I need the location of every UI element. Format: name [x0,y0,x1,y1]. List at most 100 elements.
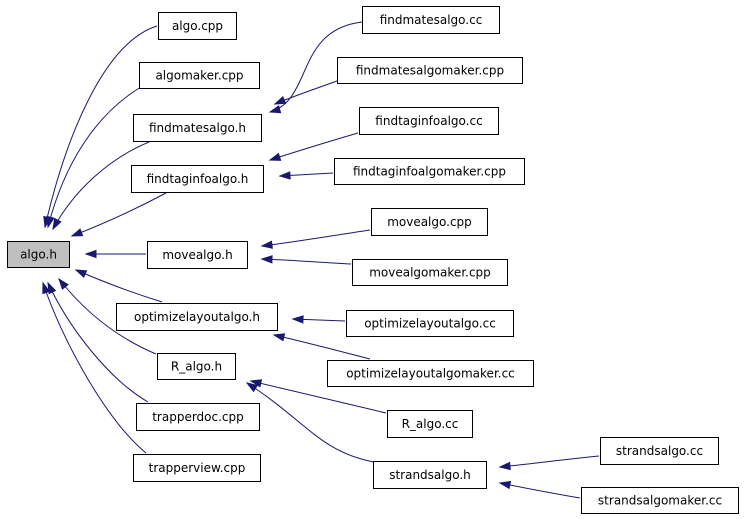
arrowhead-icon [52,217,62,231]
node-box [371,208,488,236]
node-box [131,165,264,193]
node-box [352,259,508,286]
edge-movealgo-h-to-algo-h [84,249,146,259]
node-trapperdoc-cpp[interactable]: trapperdoc.cpp [136,403,260,431]
node-label: R_algo.h [171,360,222,374]
node-algomaker-cpp[interactable]: algomaker.cpp [139,62,260,89]
node-label: strandsalgomaker.cc [598,494,722,508]
edge-findmatesalgo-cc-to-findmatesalgo-h [268,21,363,114]
node-algo-h[interactable]: algo.h [7,241,70,268]
arrowhead-icon [272,333,286,342]
edge-optimizelayoutalgomaker-cc-to-optimizelayoutalgo-h-line [273,334,371,360]
node-movealgo-h[interactable]: movealgo.h [147,241,248,269]
node-label: optimizelayoutalgomaker.cc [346,367,515,381]
node-box [158,12,237,40]
node-findtaginfoalgomaker-cpp[interactable]: findtaginfoalgomaker.cpp [334,158,525,185]
arrowhead-icon [42,281,51,295]
edge-movealgo-cpp-to-movealgo-h-line [261,229,371,247]
node-algo-cpp[interactable]: algo.cpp [158,12,237,40]
node-label: findmatesalgo.h [149,121,246,135]
node-strandsalgo-h[interactable]: strandsalgo.h [373,461,487,489]
node-box [373,461,487,489]
node-box [362,6,500,34]
node-box [334,158,525,185]
edge-trapperview-cpp-to-algo-h-line [42,282,147,454]
edges-layer [42,21,600,499]
node-optimizelayoutalgo-cc[interactable]: optimizelayoutalgo.cc [346,310,514,337]
edge-algo-cpp-to-algo-h-line [44,25,158,228]
edge-strandsalgo-cc-to-strandsalgo-h-line [499,455,600,468]
arrowhead-icon [74,269,88,279]
node-label: findtaginfoalgo.h [147,172,249,186]
node-label: findtaginfoalgomaker.cpp [353,165,506,179]
arrowhead-icon [47,281,57,295]
node-strandsalgo-cc[interactable]: strandsalgo.cc [600,437,719,465]
edge-movealgomaker-cpp-to-movealgo-h [260,255,352,265]
node-trapperview-cpp[interactable]: trapperview.cpp [133,454,261,482]
edge-strandsalgomaker-cc-to-strandsalgo-h-line [499,482,581,499]
arrowhead-icon [268,105,282,114]
arrowhead-icon [249,379,263,388]
arrowhead-icon [46,215,55,229]
node-label: optimizelayoutalgo.h [134,310,260,324]
node-box [600,437,719,465]
edge-strandsalgo-h-to-r-algo-h-line [246,382,375,463]
node-box [133,114,262,142]
node-box [7,241,70,268]
edge-findtaginfoalgo-h-to-algo-h-line [71,192,167,237]
node-box [581,487,739,514]
node-movealgomaker-cpp[interactable]: movealgomaker.cpp [352,259,508,286]
node-box [116,303,278,331]
node-label: trapperdoc.cpp [152,410,244,424]
node-label: algomaker.cpp [155,69,243,83]
node-findmatesalgomaker-cpp[interactable]: findmatesalgomaker.cpp [337,57,523,84]
nodes-layer: algo.h algo.cpp algomaker.cpp findmatesalgo… [7,6,739,514]
edge-findtaginfoalgomaker-cpp-to-findtaginfoalgo-h [278,171,334,180]
edge-r-algo-cc-to-r-algo-h [249,379,387,414]
node-label: movealgomaker.cpp [369,266,491,280]
node-r-algo-h[interactable]: R_algo.h [157,353,236,380]
node-findtaginfoalgo-cc[interactable]: findtaginfoalgo.cc [359,107,499,135]
edge-findmatesalgo-h-to-algo-h [52,141,150,231]
edge-findmatesalgomaker-cpp-to-findmatesalgo-h [273,80,338,105]
node-findmatesalgo-cc[interactable]: findmatesalgo.cc [362,6,500,34]
edge-algomaker-cpp-to-algo-h-line [47,86,142,228]
arrowhead-icon [273,96,287,105]
node-optimizelayoutalgo-h[interactable]: optimizelayoutalgo.h [116,303,278,331]
node-movealgo-cpp[interactable]: movealgo.cpp [371,208,488,236]
node-strandsalgomaker-cc[interactable]: strandsalgomaker.cc [581,487,739,514]
edge-findtaginfoalgo-h-to-algo-h [70,192,167,237]
node-box [337,57,523,84]
node-label: R_algo.cc [402,417,459,431]
arrowhead-icon [260,240,273,249]
node-optimizelayoutalgomaker-cc[interactable]: optimizelayoutalgomaker.cc [327,360,534,387]
node-box [136,403,260,431]
node-box [133,454,261,482]
node-findmatesalgo-h[interactable]: findmatesalgo.h [133,114,262,142]
node-label: strandsalgo.h [389,468,471,482]
edge-findmatesalgo-h-to-algo-h-line [52,141,150,230]
edge-optimizelayoutalgo-h-to-algo-h [74,269,163,303]
arrowhead-icon [268,152,282,161]
node-label: optimizelayoutalgo.cc [364,317,496,331]
node-box [327,360,534,387]
edge-movealgo-cpp-to-movealgo-h [260,229,371,249]
arrowhead-icon [245,382,259,393]
arrowhead-icon [278,171,291,180]
edge-algomaker-cpp-to-algo-h [46,86,142,229]
node-label: findmatesalgomaker.cpp [356,64,504,78]
edge-r-algo-cc-to-r-algo-h-line [250,380,387,414]
edge-optimizelayoutalgomaker-cc-to-optimizelayoutalgo-h [272,333,371,360]
node-box [387,410,473,438]
arrowhead-icon [291,315,304,324]
arrowhead-icon [260,255,273,264]
edge-findmatesalgo-cc-to-findmatesalgo-h-line [269,21,363,113]
node-label: strandsalgo.cc [616,444,703,458]
node-label: movealgo.cpp [387,215,472,229]
edge-optimizelayoutalgo-h-to-algo-h-line [75,269,163,303]
node-findtaginfoalgo-h[interactable]: findtaginfoalgo.h [131,165,264,193]
edge-strandsalgomaker-cc-to-strandsalgo-h [498,480,581,499]
node-r-algo-cc[interactable]: R_algo.cc [387,410,473,438]
node-box [346,310,514,337]
